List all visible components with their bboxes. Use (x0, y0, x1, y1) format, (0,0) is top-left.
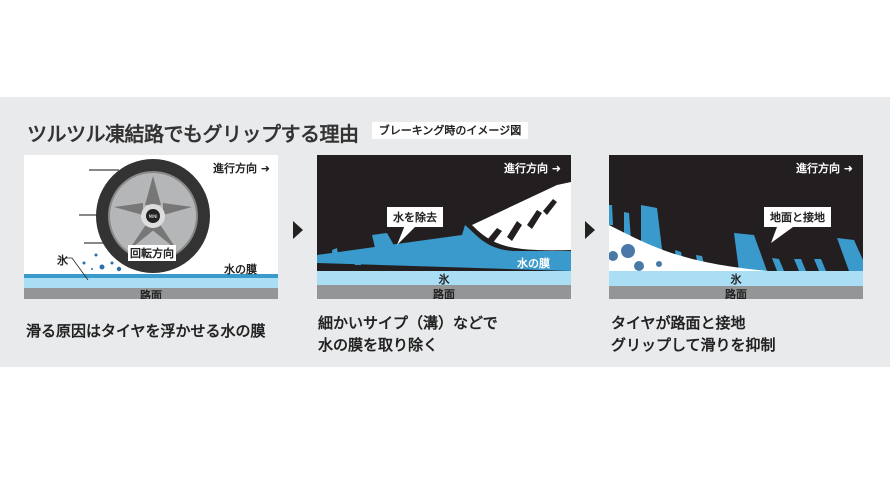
direction-label: 進行方向 ➜ (212, 162, 270, 175)
callout-ground-contact: 地面と接地 (764, 207, 831, 227)
water-film-label: 水の膜 (517, 257, 550, 270)
svg-text:MINI: MINI (149, 214, 158, 219)
hub-logo (146, 209, 160, 223)
road-label: 路面 (725, 288, 747, 299)
panel-sipe: 進行方向 ➜ 水を除去 水の膜 氷 路面 (317, 155, 571, 299)
tire-illustration: MINI (24, 159, 278, 299)
direction-label: 進行方向 ➜ (503, 162, 561, 175)
next-arrow-icon (293, 221, 303, 239)
page-title: ツルツル凍結路でもグリップする理由 (27, 122, 359, 146)
caption-1: 滑る原因はタイヤを浮かせる水の膜 (26, 322, 266, 340)
direction-label: 進行方向 ➜ (795, 162, 853, 175)
ice-label: 氷 (730, 273, 742, 286)
caption-2: 細かいサイプ（溝）などで水の膜を取り除く (318, 314, 498, 354)
ice-label: 氷 (438, 273, 450, 286)
panel-water-film: MINI 進行方向 ➜ 回転方向 氷 水の膜 路面 (24, 155, 278, 299)
image-badge: ブレーキング時のイメージ図 (372, 122, 528, 139)
next-arrow-icon (585, 221, 595, 239)
road-label: 路面 (433, 288, 455, 299)
sipe-illustration (317, 182, 571, 299)
grip-illustration (609, 205, 863, 299)
panel-grip: 進行方向 ➜ 地面と接地 氷 路面 (609, 155, 863, 299)
caption-3: タイヤが路面と接地グリップして滑りを抑制 (611, 314, 776, 354)
rotation-label: 回転方向 (128, 245, 176, 261)
water-film-label: 水の膜 (224, 263, 257, 276)
callout-remove-water: 水を除去 (387, 207, 443, 227)
road-label: 路面 (140, 289, 162, 299)
ice-label: 氷 (57, 254, 68, 267)
